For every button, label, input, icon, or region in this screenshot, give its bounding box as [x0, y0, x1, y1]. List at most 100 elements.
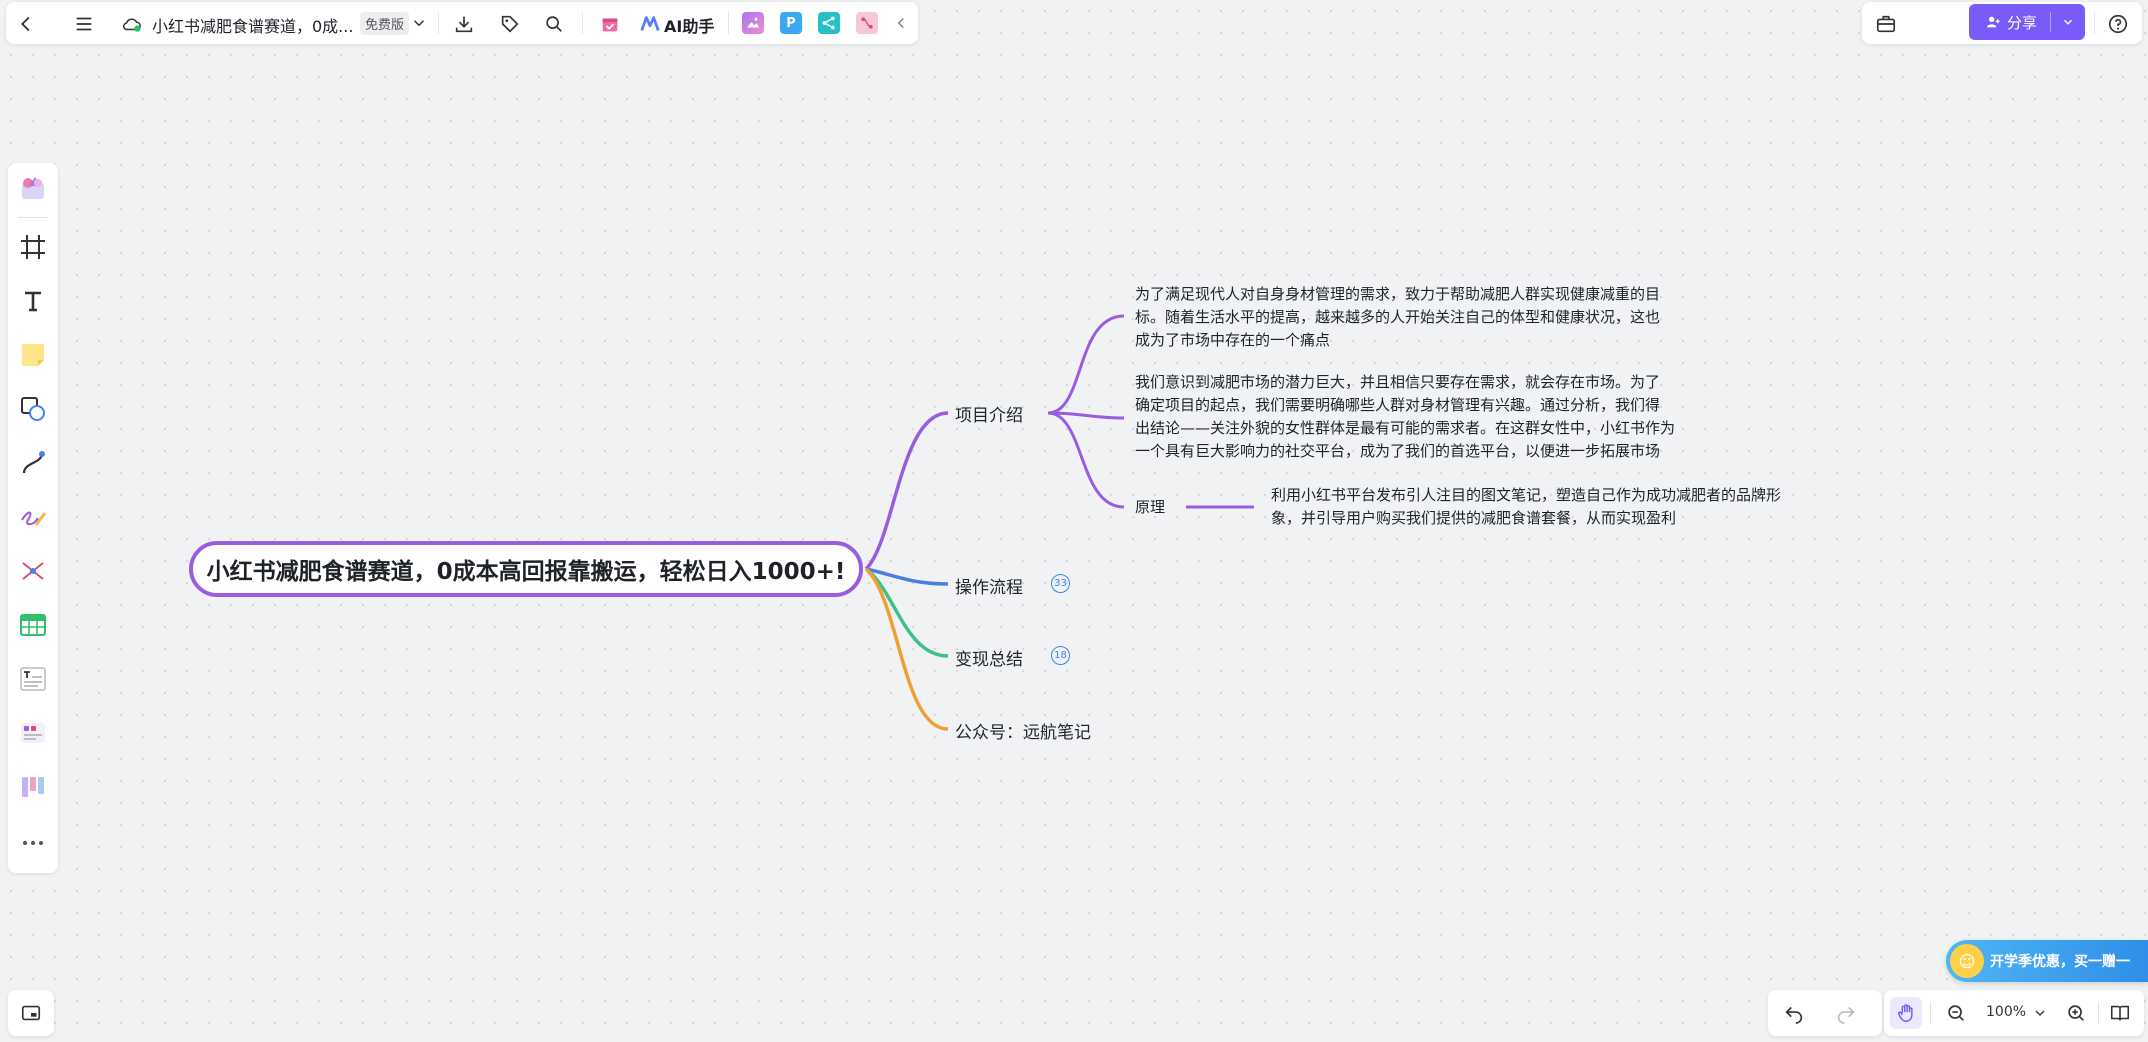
intro-child-principle[interactable]: 原理 [1135, 498, 1166, 516]
leaf-line: 标。随着生活水平的提高，越来越多的人开始关注自己的体型和健康状况，这也 [1135, 308, 1661, 326]
plugin-mindmap-icon[interactable] [856, 12, 878, 34]
search-button[interactable] [542, 12, 566, 36]
plugin-image-icon[interactable] [742, 12, 764, 34]
branch-operation-flow-count[interactable]: 33 [1051, 574, 1070, 593]
hand-icon [1897, 1004, 1913, 1022]
intro-child-2[interactable]: 我们意识到减肥市场的潜力巨大，并且相信只要存在需求，就会存在市场。为了 确定项目… [1135, 371, 1675, 463]
plan-badge[interactable]: 免费版 [360, 12, 410, 35]
promo-text: 开学季优惠，买一赠一 [1990, 954, 2130, 970]
more-tools-button[interactable] [17, 827, 49, 859]
leaf-line: 确定项目的起点，我们需要明确哪些人群对身材管理有兴趣。通过分析，我们得 [1135, 396, 1661, 414]
help-button[interactable] [2106, 12, 2130, 36]
branch-monetization-summary-count[interactable]: 18 [1051, 646, 1070, 665]
template-icon [22, 177, 44, 199]
zoom-in-button[interactable] [2064, 1001, 2088, 1025]
plugin-p-icon[interactable]: P [780, 12, 802, 34]
toolbar-divider [582, 12, 583, 34]
leaf-line: 我们意识到减肥市场的潜力巨大，并且相信只要存在需求，就会存在市场。为了 [1135, 373, 1661, 391]
mindmap-icon [861, 17, 873, 29]
reading-mode-button[interactable] [2108, 1001, 2132, 1025]
connector-tool[interactable] [17, 447, 49, 479]
zoom-divider [1930, 1002, 1931, 1024]
branch-public-account[interactable]: 公众号：远航笔记 [955, 723, 1091, 743]
toolbox-icon [1876, 15, 1896, 33]
toolbar-divider [728, 12, 729, 34]
tag-button[interactable] [498, 12, 522, 36]
zoom-in-icon [2068, 1005, 2084, 1021]
kanban-icon [21, 723, 45, 743]
text-icon [25, 291, 41, 312]
leaf-line: 出结论——关注外貌的女性群体是最有可能的需求者。在这群女性中，小红书作为 [1135, 419, 1676, 437]
cloud-check-icon [123, 18, 141, 32]
ai-assistant-icon-button[interactable] [638, 12, 662, 36]
menu-icon [76, 17, 92, 31]
zoom-panel: 100% [1884, 990, 2144, 1036]
help-icon [2108, 14, 2128, 34]
hand-tool-button[interactable] [1890, 997, 1922, 1029]
redo-button[interactable] [1834, 1001, 1858, 1025]
branch-operation-flow[interactable]: 操作流程 [955, 578, 1023, 598]
connector-icon [22, 451, 45, 474]
zoom-divider [2098, 1002, 2099, 1024]
ai-assistant-button[interactable]: AI助手 [664, 17, 715, 36]
cloud-sync-status[interactable] [120, 13, 144, 35]
history-panel [1768, 990, 1882, 1036]
top-right-toolbar: 分享 [1862, 2, 2142, 44]
calendar-button[interactable] [598, 12, 622, 36]
download-icon [455, 16, 473, 33]
connector-intro-1 [1047, 314, 1125, 415]
principle-child[interactable]: 利用小红书平台发布引人注目的图文笔记，塑造自己作为成功减肥者的品牌形 象，并引导… [1271, 484, 1781, 530]
branch-monetization-summary[interactable]: 变现总结 [955, 650, 1023, 670]
title-dropdown-button[interactable] [410, 14, 428, 32]
back-button[interactable] [14, 12, 38, 36]
mindmap-root-node[interactable]: 小红书减肥食谱赛道，0成本高回报靠搬运，轻松日入1000+! [189, 541, 863, 597]
left-toolbar [8, 163, 58, 873]
text-tool[interactable] [17, 285, 49, 317]
document-title[interactable]: 小红书减肥食谱赛道，0成... [152, 17, 354, 36]
shape-tool[interactable] [17, 393, 49, 425]
undo-button[interactable] [1782, 1001, 1806, 1025]
text-card-tool[interactable] [17, 663, 49, 695]
column-tool[interactable] [17, 771, 49, 803]
zoom-dropdown-button[interactable] [2032, 1005, 2048, 1021]
intro-child-1[interactable]: 为了满足现代人对自身身材管理的需求，致力于帮助减肥人群实现健康减重的目 标。随着… [1135, 283, 1660, 352]
connector-intro [864, 411, 949, 571]
redo-icon [1837, 1006, 1855, 1024]
toolbox-button[interactable] [1874, 12, 1898, 36]
mascot-icon: ☺ [1950, 944, 1984, 978]
branch-project-intro[interactable]: 项目介绍 [955, 406, 1023, 426]
sticky-note-tool[interactable] [17, 339, 49, 371]
plugin-share-icon[interactable] [818, 12, 840, 34]
promo-banner[interactable]: ☺ 开学季优惠，买一赠一 [1946, 940, 2148, 982]
connector-flow [865, 567, 949, 586]
chevron-left-icon [21, 16, 30, 32]
more-icon [23, 841, 43, 845]
leaf-line: 为了满足现代人对自身身材管理的需求，致力于帮助减肥人群实现健康减重的目 [1135, 285, 1661, 303]
minimap-button[interactable] [19, 1001, 43, 1025]
table-tool[interactable] [17, 609, 49, 641]
leaf-line: 成为了市场中存在的一个痛点 [1135, 331, 1331, 349]
zoom-level[interactable]: 100% [1986, 1004, 2027, 1020]
minimap-icon [21, 1005, 41, 1021]
pen-tool[interactable] [17, 501, 49, 533]
menu-button[interactable] [72, 12, 96, 36]
zoom-out-button[interactable] [1944, 1001, 1968, 1025]
text-card-icon [20, 667, 46, 691]
share-divider [2050, 12, 2051, 32]
template-tool[interactable] [17, 173, 49, 205]
chevron-left-icon [897, 17, 904, 29]
ai-logo-icon [640, 16, 660, 31]
top-toolbar: 小红书减肥食谱赛道，0成... 免费版 AI助手 P [6, 2, 918, 44]
collapse-toolbar-button[interactable] [892, 14, 910, 32]
download-button[interactable] [452, 12, 476, 36]
leaf-line: 利用小红书平台发布引人注目的图文笔记，塑造自己作为成功减肥者的品牌形 [1271, 486, 1782, 504]
share-button[interactable]: 分享 [1969, 4, 2085, 40]
kanban-tool[interactable] [17, 717, 49, 749]
frame-tool[interactable] [17, 231, 49, 263]
image-icon [747, 17, 759, 28]
chevron-down-icon[interactable] [2061, 15, 2075, 29]
mindmap-tool[interactable] [17, 555, 49, 587]
leaf-line: 象，并引导用户购买我们提供的减肥食谱套餐，从而实现盈利 [1271, 509, 1677, 527]
connector-account [864, 567, 949, 731]
